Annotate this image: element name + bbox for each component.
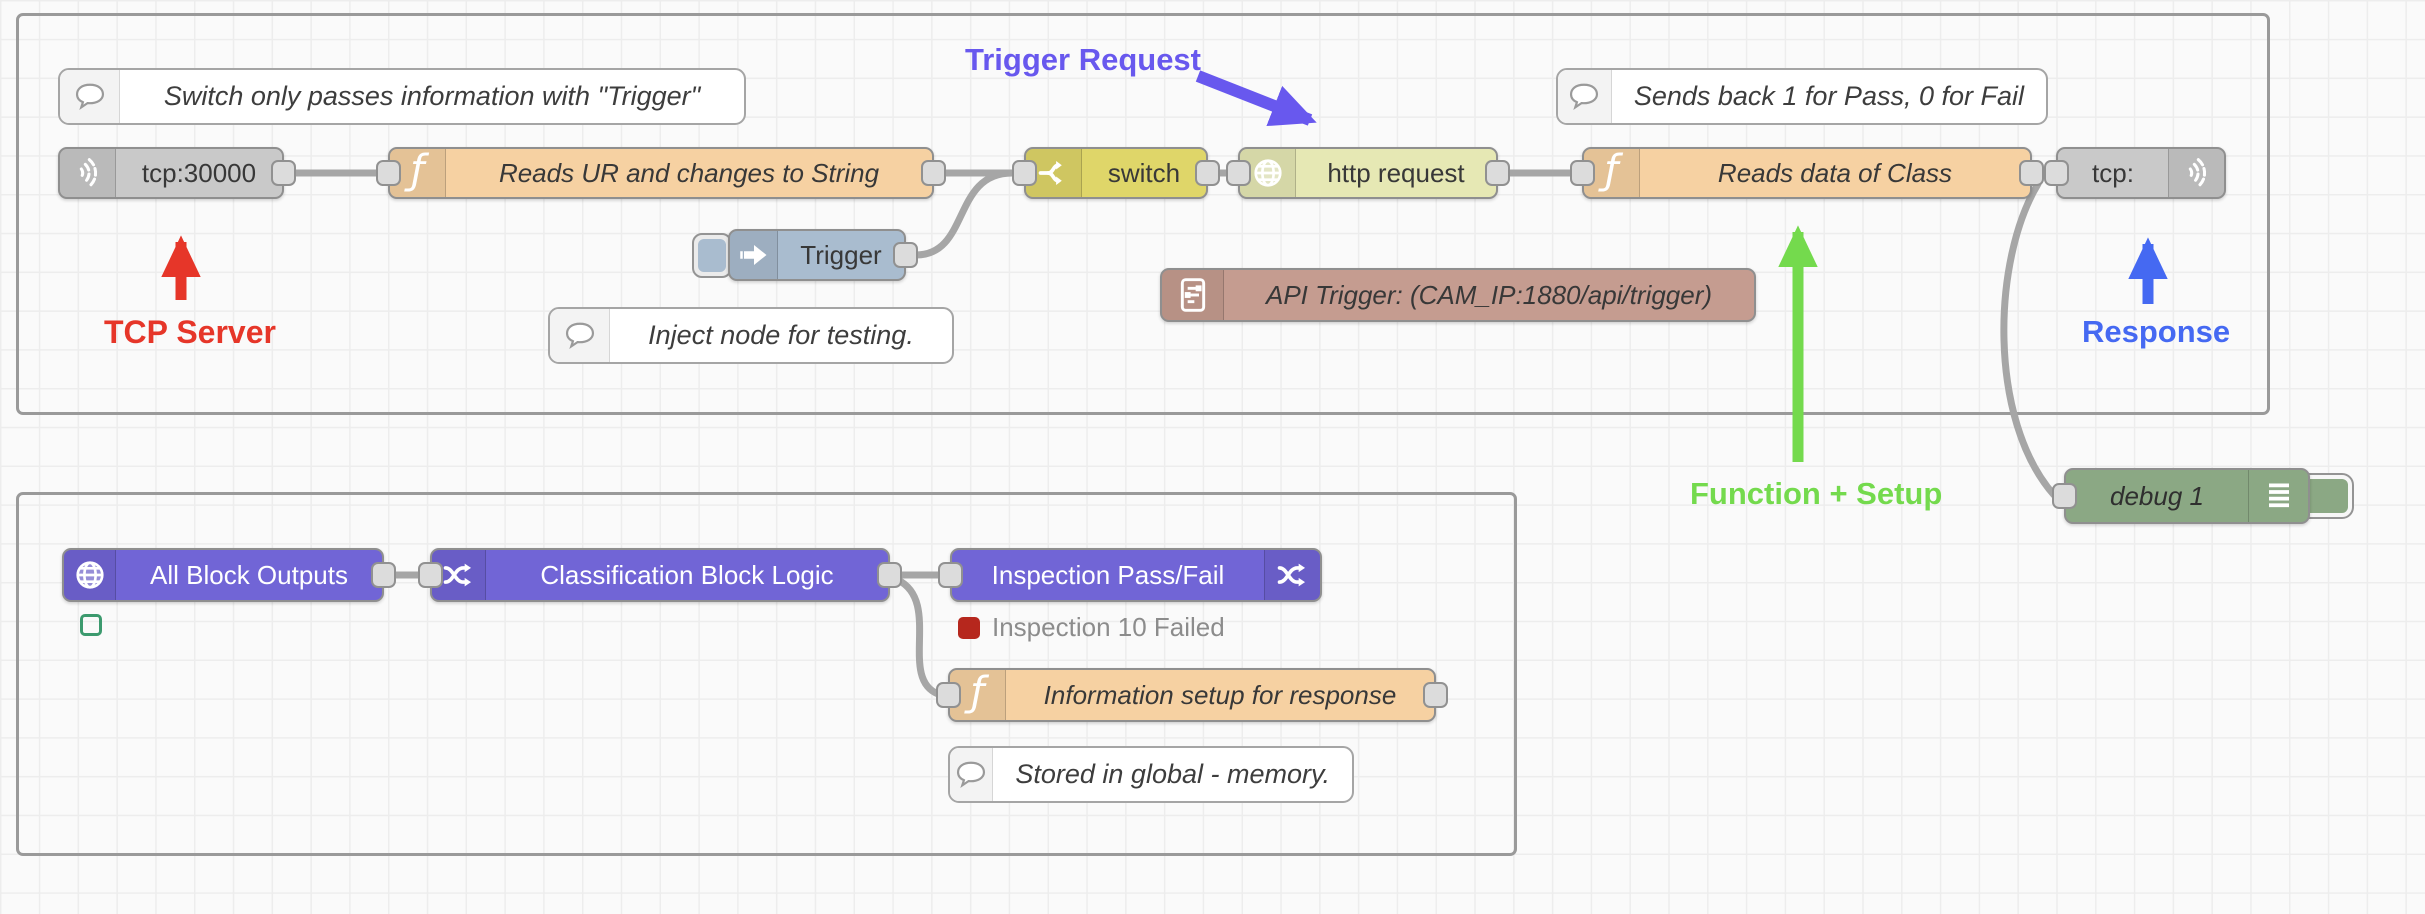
trigger-request-arrow	[1195, 70, 1317, 127]
all-block-status	[80, 614, 102, 636]
node-label: All Block Outputs	[150, 559, 348, 590]
node-label: switch	[1107, 157, 1181, 188]
node-inject-trigger[interactable]: Trigger	[728, 229, 918, 281]
node-function-reads-ur[interactable]: ƒ Reads UR and changes to String	[376, 147, 946, 199]
node-label: API Trigger: (CAM_IP:1880/api/trigger)	[1265, 279, 1713, 310]
switch-fork-icon	[1026, 149, 1082, 197]
annotation-trigger-request: Trigger Request	[965, 42, 1201, 77]
status-dot-green	[80, 614, 102, 636]
inspection-status: Inspection 10 Failed	[958, 612, 1225, 643]
comment-bubble-icon	[1558, 70, 1612, 123]
node-tcp-out[interactable]: tcp:	[2044, 147, 2226, 199]
node-label: http request	[1327, 157, 1465, 188]
node-tcp-in[interactable]: tcp:30000	[58, 147, 296, 199]
status-dot-red	[958, 616, 980, 639]
node-inspection-pass-fail[interactable]: Inspection Pass/Fail	[938, 548, 1322, 602]
node-switch[interactable]: switch	[1012, 147, 1220, 199]
tcp-broadcast-icon	[2168, 149, 2224, 197]
status-text: Inspection 10 Failed	[992, 612, 1225, 642]
tcp-broadcast-icon	[60, 149, 116, 197]
node-label: Reads UR and changes to String	[498, 157, 880, 188]
debug-list-icon	[2248, 470, 2308, 522]
comment-bubble-icon	[950, 748, 994, 801]
annotation-response: Response	[2082, 314, 2231, 349]
node-api-trigger[interactable]: API Trigger: (CAM_IP:1880/api/trigger)	[1160, 268, 1756, 322]
wire[interactable]	[894, 576, 942, 698]
comment-sends-back[interactable]: Sends back 1 for Pass, 0 for Fail	[1556, 68, 2048, 125]
output-port[interactable]	[371, 562, 396, 588]
input-port[interactable]	[1570, 160, 1595, 186]
shuffle-icon	[1264, 550, 1320, 600]
node-label: Reads data of Class	[1717, 157, 1953, 188]
comment-bubble-icon	[60, 70, 120, 123]
input-port[interactable]	[418, 562, 443, 588]
node-label: tcp:30000	[141, 157, 257, 188]
comment-label: Sends back 1 for Pass, 0 for Fail	[1633, 81, 2024, 111]
node-label: Classification Block Logic	[540, 559, 834, 590]
output-port[interactable]	[1423, 682, 1448, 708]
node-function-info-setup[interactable]: ƒ Information setup for response	[936, 668, 1448, 722]
template-form-icon	[1162, 270, 1224, 320]
output-port[interactable]	[921, 160, 946, 186]
inject-button[interactable]	[692, 233, 732, 278]
inject-button-fill	[698, 239, 726, 272]
function-icon: ƒ	[390, 149, 446, 197]
wire[interactable]	[912, 169, 1016, 259]
output-port[interactable]	[271, 160, 296, 186]
output-port[interactable]	[877, 562, 902, 588]
wire[interactable]	[2000, 180, 2058, 499]
output-port[interactable]	[893, 242, 918, 268]
output-port[interactable]	[2019, 160, 2044, 186]
globe-icon	[64, 550, 116, 600]
node-all-block-outputs[interactable]: All Block Outputs	[62, 548, 396, 602]
input-port[interactable]	[2044, 160, 2069, 186]
node-label: debug 1	[2110, 480, 2204, 511]
group-bottom-flow[interactable]	[16, 492, 1517, 856]
input-port[interactable]	[1012, 160, 1037, 186]
node-http-request[interactable]: http request	[1226, 147, 1510, 199]
node-function-reads-class[interactable]: ƒ Reads data of Class	[1570, 147, 2044, 199]
output-port[interactable]	[1485, 160, 1510, 186]
output-port[interactable]	[1195, 160, 1220, 186]
node-classification-logic[interactable]: Classification Block Logic	[418, 548, 902, 602]
group-top-flow[interactable]	[16, 13, 2270, 415]
annotation-tcp-server: TCP Server	[104, 314, 276, 350]
comment-bubble-icon	[550, 309, 610, 362]
comment-switch-only-passes[interactable]: Switch only passes information with "Tri…	[58, 68, 746, 125]
node-label: Trigger	[800, 239, 882, 270]
comment-stored-global[interactable]: Stored in global - memory.	[948, 746, 1354, 803]
input-port[interactable]	[1226, 160, 1251, 186]
node-label: Information setup for response	[1043, 679, 1397, 710]
comment-label: Stored in global - memory.	[1015, 759, 1330, 789]
annotation-function-setup: Function + Setup	[1690, 476, 1943, 511]
input-port[interactable]	[376, 160, 401, 186]
comment-label: Inject node for testing.	[648, 320, 914, 350]
input-port[interactable]	[2052, 483, 2077, 509]
inject-arrow-icon	[730, 231, 778, 279]
node-debug[interactable]: debug 1	[2052, 468, 2310, 524]
node-label: Inspection Pass/Fail	[991, 559, 1225, 590]
comment-inject-node[interactable]: Inject node for testing.	[548, 307, 954, 364]
comment-label: Switch only passes information with "Tri…	[163, 81, 701, 111]
input-port[interactable]	[938, 562, 963, 588]
input-port[interactable]	[936, 682, 961, 708]
node-label: tcp:	[2092, 157, 2134, 188]
